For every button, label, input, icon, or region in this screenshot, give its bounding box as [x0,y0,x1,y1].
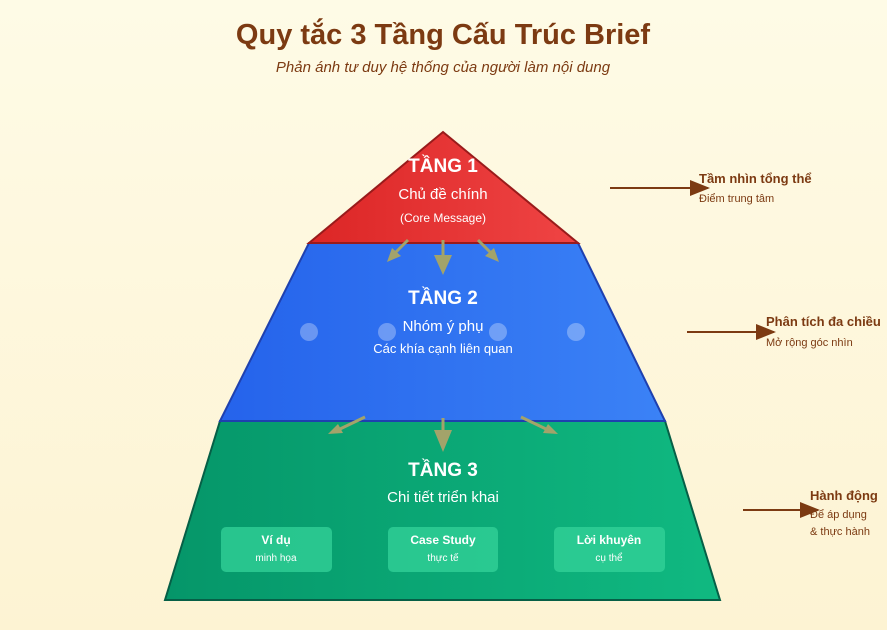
card-case-study: Case Study thực tế [388,527,498,572]
side-label-title: Phân tích đa chiều [766,314,881,329]
side-label-title: Tầm nhìn tổng thể [699,171,812,186]
side-label-title: Hành động [810,488,878,503]
card-title: Case Study [410,533,476,547]
card-sub: minh họa [255,553,297,564]
tier-1-sub: (Core Message) [400,211,486,225]
page-title: Quy tắc 3 Tầng Cấu Trúc Brief [236,17,650,51]
side-label-sub: Để áp dụng [810,509,867,521]
side-label-sub: Mở rộng góc nhìn [766,337,853,349]
flow-arrows [328,238,558,452]
card-advice: Lời khuyên cụ thể [554,527,665,572]
tier-2-title: Nhóm ý phụ [403,318,484,335]
side-label-sub: Điểm trung tâm [699,193,774,205]
tier-1-title: Chủ đề chính [398,186,487,203]
side-arrows [610,180,820,518]
tier-2-dots [300,323,585,341]
card-sub: cụ thể [595,552,623,564]
card-title: Lời khuyên [577,533,642,547]
side-label-sub2: & thực hành [810,526,870,538]
tier-2-name: TẦNG 2 [408,287,478,309]
tier-3-name: TẦNG 3 [408,459,478,481]
page-subtitle: Phản ánh tư duy hệ thống của người làm n… [276,59,611,76]
card-example: Ví dụ minh họa [221,527,332,572]
tier-3-title: Chi tiết triển khai [387,489,499,506]
card-title: Ví dụ [261,533,290,547]
tier-1-name: TẦNG 1 [408,155,478,177]
tier-2-sub: Các khía cạnh liên quan [373,341,512,356]
card-sub: thực tế [427,552,459,564]
